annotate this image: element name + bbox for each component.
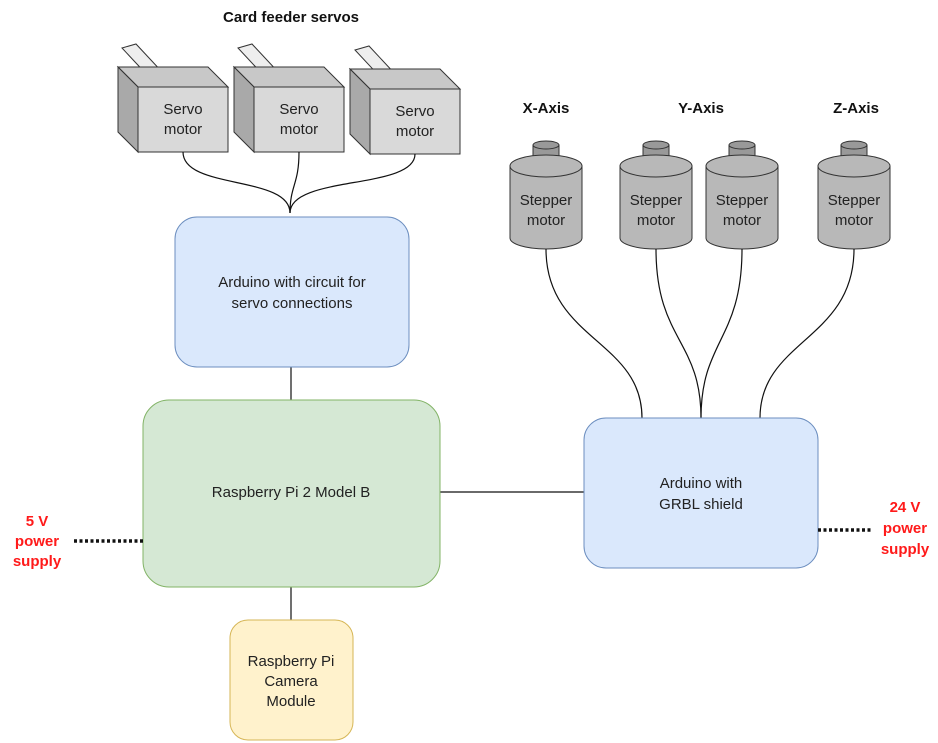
servo-motor-2: Servo motor (232, 43, 346, 154)
stepper-y2-line-2: motor (723, 212, 761, 229)
x-axis-label: X-Axis (523, 100, 570, 117)
stepper-x-line-1: Stepper (520, 192, 573, 209)
card-feeder-title: Card feeder servos (223, 9, 359, 26)
stepper-motor-x: Stepper motor (509, 140, 583, 250)
right-power-line-3: supply (881, 541, 930, 558)
stepper-motor-y2: Stepper motor (705, 140, 779, 250)
stepper-y2-line-1: Stepper (716, 192, 769, 209)
servo-motor-1: Servo motor (116, 43, 230, 154)
servo-arduino-block: Arduino with circuit for servo connectio… (174, 216, 410, 368)
grbl-arduino-block: Arduino with GRBL shield (583, 417, 819, 569)
stepper-z-wire (759, 248, 855, 419)
stepper-y1-line-1: Stepper (630, 192, 683, 209)
servo-1-line-1: Servo (163, 101, 202, 118)
y-axis-label: Y-Axis (678, 100, 724, 117)
right-power-line-2: power (883, 520, 927, 537)
raspberry-pi-block: Raspberry Pi 2 Model B (142, 399, 441, 588)
left-power-line-3: supply (13, 553, 62, 570)
stepper-y1-line-2: motor (637, 212, 675, 229)
servo-2-line-1: Servo (279, 101, 318, 118)
stepper-motor-z: Stepper motor (817, 140, 891, 250)
stepper-z-line-1: Stepper (828, 192, 881, 209)
left-power-line-1: 5 V (26, 513, 49, 530)
servo-2-line-2: motor (280, 121, 318, 138)
grbl-arduino-line-1: Arduino with (660, 475, 743, 492)
camera-line-1: Raspberry Pi (248, 653, 335, 670)
servo-motor-3: Servo motor (348, 45, 462, 156)
grbl-arduino-line-2: GRBL shield (659, 496, 743, 513)
servo-2-wire (289, 151, 300, 214)
camera-line-2: Camera (264, 673, 318, 690)
servo-1-wire (182, 151, 291, 214)
servo-3-wire (289, 153, 416, 214)
servo-3-line-2: motor (396, 123, 434, 140)
stepper-y1-wire (655, 248, 702, 419)
stepper-y2-wire (700, 248, 743, 419)
servo-arduino-line-1: Arduino with circuit for (218, 274, 366, 291)
z-axis-label: Z-Axis (833, 100, 879, 117)
servo-3-line-1: Servo (395, 103, 434, 120)
stepper-motor-y1: Stepper motor (619, 140, 693, 250)
raspberry-pi-label: Raspberry Pi 2 Model B (212, 484, 370, 501)
right-power-line-1: 24 V (890, 499, 921, 516)
camera-module-block: Raspberry Pi Camera Module (229, 619, 354, 741)
stepper-x-line-2: motor (527, 212, 565, 229)
servo-arduino-line-2: servo connections (232, 295, 353, 312)
left-power-line-2: power (15, 533, 59, 550)
stepper-x-wire (545, 248, 643, 419)
servo-1-line-2: motor (164, 121, 202, 138)
camera-line-3: Module (266, 693, 315, 710)
stepper-z-line-2: motor (835, 212, 873, 229)
